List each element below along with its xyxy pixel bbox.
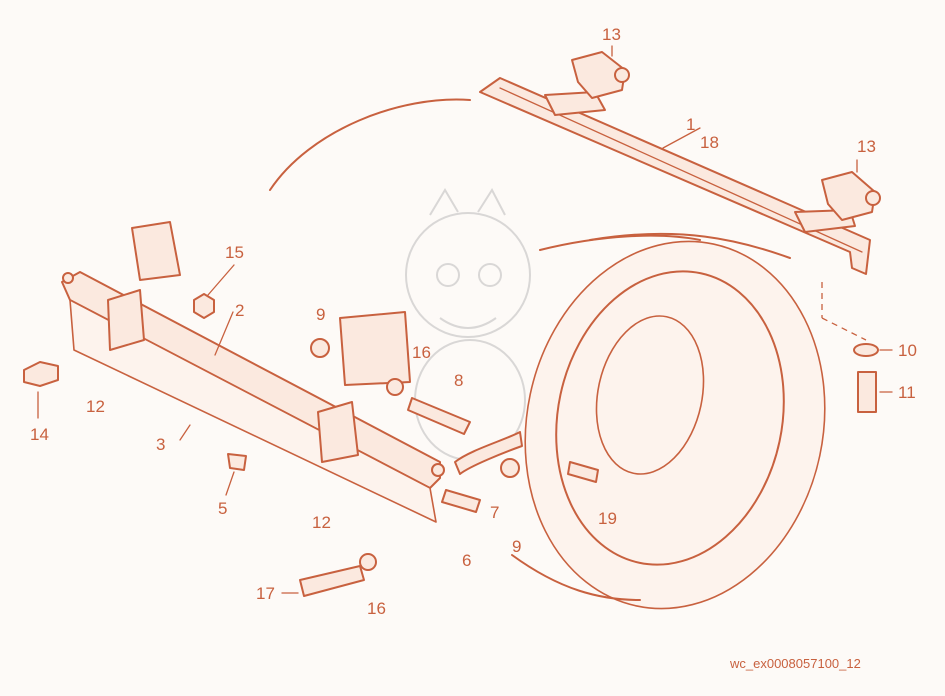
part-label-3: 3 [156,435,165,454]
part-label-15: 15 [225,243,244,262]
part-label-18: 18 [700,133,719,152]
part-label-14: 14 [30,425,49,444]
part-label-7: 7 [490,503,499,522]
part-label-19: 19 [598,509,617,528]
top-channel-bar [479,51,881,341]
watermark-mascot [405,188,531,461]
part-label-9: 9 [512,537,521,556]
part-label-13: 13 [602,25,621,44]
part-label-6: 6 [462,551,471,570]
part-label-9: 9 [316,305,325,324]
part-label-10: 10 [898,341,917,360]
part-label-5: 5 [218,499,227,518]
part-label-8: 8 [454,371,463,390]
part-label-17: 17 [256,584,275,603]
hardware-parts [23,221,879,597]
part-label-16: 16 [367,599,386,618]
part-label-11: 11 [898,383,916,402]
leader-lines [37,45,893,594]
scraper-bar [61,271,445,523]
part-label-2: 2 [235,301,244,320]
part-label-12: 12 [86,397,105,416]
part-label-12: 12 [312,513,331,532]
part-label-1: 1 [686,115,695,134]
drawing-reference-caption: wc_ex0008057100_12 [729,656,861,671]
part-label-13: 13 [857,137,876,156]
callout-labels: 1 18 2 3 5 6 7 8 9 9 10 11 12 12 13 13 1… [30,25,917,618]
part-label-16: 16 [412,343,431,362]
roller-drum [269,98,826,610]
